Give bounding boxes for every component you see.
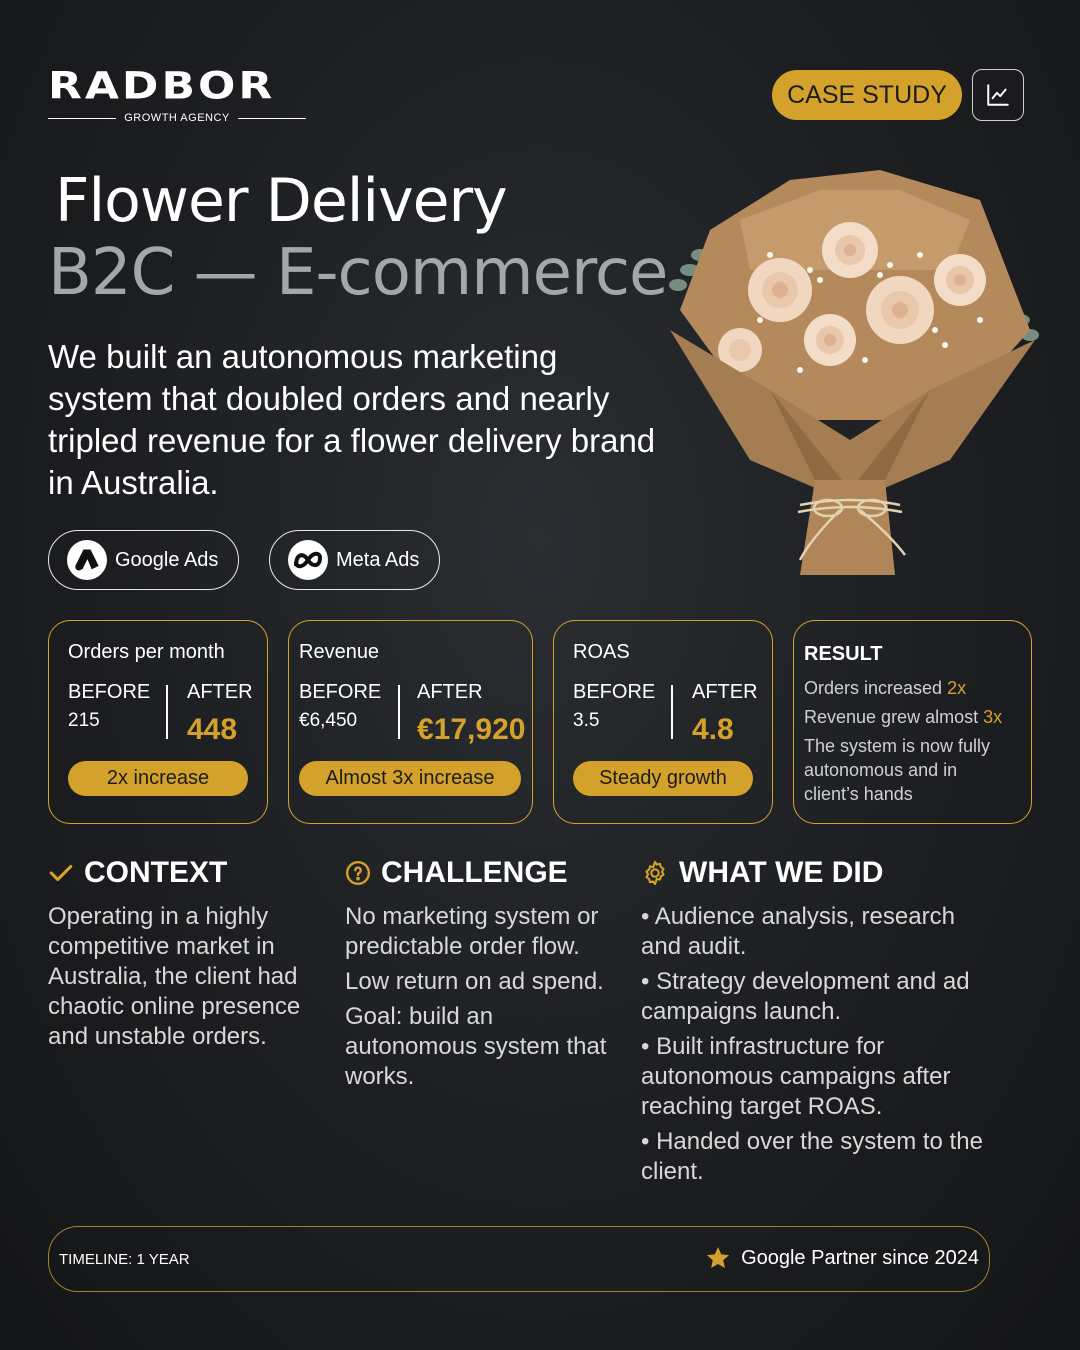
challenge-heading-row: CHALLENGE — [345, 856, 568, 890]
brand-tagline: GROWTH AGENCY — [124, 112, 230, 124]
context-heading-row: CONTEXT — [48, 856, 227, 890]
brand-logo: RADBOR GROWTH AGENCY — [48, 66, 308, 130]
star-icon — [707, 1247, 730, 1268]
metric-badge: 2x increase — [68, 761, 248, 796]
divider — [398, 685, 400, 739]
challenge-paragraph: Low return on ad spend. — [345, 968, 604, 995]
result-autonomy-line2: autonomous and in — [804, 760, 958, 780]
metric-label: Revenue — [299, 641, 380, 663]
metric-card-orders: Orders per month BEFORE AFTER 215 448 2x… — [48, 620, 268, 824]
after-value: €17,920 — [417, 713, 526, 746]
trending-up-icon — [987, 84, 1009, 106]
list-item: • Built infrastructure for autonomous ca… — [641, 1033, 951, 1120]
case-study-badge: CASE STUDY — [772, 70, 962, 120]
question-circle-icon — [345, 860, 371, 886]
after-label: AFTER — [692, 681, 758, 703]
before-label: BEFORE — [299, 681, 382, 703]
logo-divider-left — [48, 117, 117, 119]
chart-button[interactable] — [972, 69, 1024, 121]
platform-label: Meta Ads — [336, 548, 420, 571]
list-item: • Audience analysis, research and audit. — [641, 903, 955, 960]
challenge-paragraph: Goal: build an autonomous system that wo… — [345, 1003, 607, 1090]
challenge-paragraph: No marketing system or predictable order… — [345, 903, 599, 960]
before-label: BEFORE — [68, 681, 151, 703]
metric-label: Orders per month — [68, 641, 225, 663]
divider — [671, 685, 673, 739]
footer-bar: TIMELINE: 1 YEAR Google Partner since 20… — [48, 1226, 990, 1292]
platform-google-ads: Google Ads — [48, 530, 239, 590]
metric-badge: Almost 3x increase — [299, 761, 521, 796]
after-label: AFTER — [417, 681, 483, 703]
platform-label: Google Ads — [115, 548, 219, 571]
before-value: 215 — [68, 710, 100, 731]
result-autonomy-line1: The system is now fully — [804, 736, 991, 756]
challenge-heading: CHALLENGE — [381, 856, 568, 889]
result-heading: RESULT — [804, 643, 883, 665]
brand-name: RADBOR — [48, 64, 276, 108]
page-title: Flower Delivery — [55, 166, 508, 236]
what-we-did-heading-row: WHAT WE DID — [641, 856, 883, 890]
before-label: BEFORE — [573, 681, 656, 703]
page-subtitle: B2C — E-commerce — [48, 236, 668, 310]
google-partner: Google Partner since 2024 — [705, 1245, 979, 1271]
timeline-text: TIMELINE: 1 YEAR — [59, 1251, 190, 1268]
result-revenue-text: Revenue grew almost — [804, 707, 979, 727]
flower-bouquet-image — [669, 170, 1039, 575]
google-ads-icon — [67, 540, 107, 580]
what-we-did-list: • Audience analysis, research and audit.… — [641, 902, 986, 1192]
after-value: 4.8 — [692, 713, 734, 746]
metric-badge: Steady growth — [573, 761, 753, 796]
challenge-body: No marketing system or predictable order… — [345, 902, 613, 1097]
meta-icon — [288, 540, 328, 580]
result-autonomy-line3: client’s hands — [804, 784, 913, 804]
after-value: 448 — [187, 713, 238, 746]
partner-text: Google Partner since 2024 — [741, 1246, 979, 1269]
metric-card-roas: ROAS BEFORE AFTER 3.5 4.8 Steady growth — [553, 620, 773, 824]
list-item: • Handed over the system to the client. — [641, 1128, 983, 1185]
case-description: We built an autonomous marketing system … — [48, 338, 656, 501]
metric-card-revenue: Revenue BEFORE AFTER €6,450 €17,920 Almo… — [288, 620, 533, 824]
result-orders-value: 2x — [947, 678, 967, 698]
check-icon — [49, 864, 73, 882]
logo-divider-right — [237, 117, 307, 119]
before-value: 3.5 — [573, 710, 600, 731]
before-value: €6,450 — [299, 710, 358, 731]
metric-label: ROAS — [573, 641, 630, 663]
context-body: Operating in a highly competitive market… — [48, 903, 301, 1050]
result-revenue-value: 3x — [983, 707, 1003, 727]
after-label: AFTER — [187, 681, 253, 703]
platform-meta-ads: Meta Ads — [269, 530, 440, 590]
list-item: • Strategy development and ad campaigns … — [641, 968, 970, 1025]
context-heading: CONTEXT — [84, 856, 228, 889]
result-card: RESULT Orders increased 2x Revenue grew … — [793, 620, 1032, 824]
result-orders-text: Orders increased — [804, 678, 943, 698]
what-we-did-heading: WHAT WE DID — [679, 856, 884, 889]
divider — [166, 685, 168, 739]
gear-icon — [645, 860, 665, 886]
